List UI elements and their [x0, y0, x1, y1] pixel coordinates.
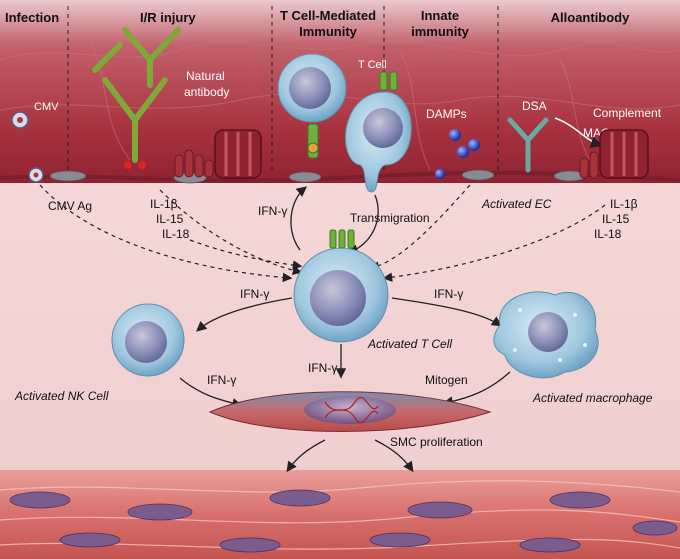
label-damps: DAMPs: [426, 107, 467, 121]
label-mitogen: Mitogen: [425, 373, 468, 387]
cmv-virus-icon: [11, 111, 44, 183]
ifn-loop-arrow: [290, 186, 308, 251]
label-ifn-nk: IFN-γ: [207, 373, 236, 387]
label-ifn-right: IFN-γ: [434, 287, 463, 301]
label-cmv: CMV: [34, 101, 59, 113]
header-innate-1: Innate: [421, 8, 459, 23]
header-ir-injury: I/R injury: [140, 10, 196, 25]
antibody-binding-icon: [124, 161, 146, 169]
mac-pore-icon-right: [599, 129, 649, 179]
label-t-cell: T Cell: [358, 59, 387, 71]
label-il18-right: IL-18: [594, 227, 622, 241]
label-il15-right: IL-15: [602, 212, 630, 226]
macrophage-icon: [493, 291, 599, 379]
endothelial-nuclei: [49, 169, 587, 184]
dsa-to-mac-arrow: [554, 117, 603, 148]
label-ifn-top: IFN-γ: [258, 204, 287, 218]
label-il1b-right: IL-1β: [610, 197, 638, 211]
label-complement: Complement: [593, 106, 662, 120]
header-innate-2: immunity: [411, 24, 470, 39]
dashed-arrows: [39, 184, 606, 283]
label-ifn-center: IFN-γ: [308, 361, 337, 375]
label-activated-nk: Activated NK Cell: [14, 389, 109, 403]
label-activated-t-cell: Activated T Cell: [367, 337, 452, 351]
label-il1b-left: IL-1β: [150, 197, 178, 211]
label-il15-left: IL-15: [156, 212, 184, 226]
label-transmigration: Transmigration: [350, 211, 430, 225]
arrow-smc-right: [374, 439, 414, 473]
receptor-cluster-icon: [174, 149, 214, 178]
damps-icon: [435, 129, 480, 179]
t-cell-transmigrating-icon: [345, 91, 412, 193]
label-activated-ec: Activated EC: [481, 197, 552, 211]
receptor-cluster-right-icon: [579, 151, 599, 179]
transmigration-arrow: [347, 194, 379, 255]
label-natural-1: Natural: [186, 69, 225, 83]
activated-t-cell-icon: [293, 229, 389, 343]
label-smc-proliferation: SMC proliferation: [390, 435, 483, 449]
natural-antibody-icon: [92, 27, 181, 163]
header-tcell-1: T Cell-Mediated: [280, 8, 376, 23]
mac-pore-icon-left: [214, 129, 262, 179]
label-natural-2: antibody: [184, 85, 229, 99]
label-cmv-ag: CMV Ag: [48, 199, 92, 213]
t-cell-top-icon: [277, 53, 347, 123]
nk-cell-icon: [111, 303, 185, 377]
label-activated-macrophage: Activated macrophage: [532, 391, 653, 405]
header-alloantibody: Alloantibody: [551, 10, 630, 25]
proliferating-smc-icon: [208, 391, 492, 432]
label-ifn-left: IFN-γ: [240, 287, 269, 301]
media-smc-nuclei: [9, 489, 678, 553]
header-infection: Infection: [5, 10, 59, 25]
label-dsa: DSA: [522, 99, 547, 113]
header-tcell-2: Immunity: [299, 24, 358, 39]
dsa-antibody-icon: [507, 117, 549, 173]
tcr-receptor-icon: [307, 71, 398, 159]
arrow-smc-left: [286, 439, 326, 473]
arrow-to-nk: [196, 297, 293, 332]
arrow-to-macrophage: [391, 297, 503, 327]
label-il18-left: IL-18: [162, 227, 190, 241]
